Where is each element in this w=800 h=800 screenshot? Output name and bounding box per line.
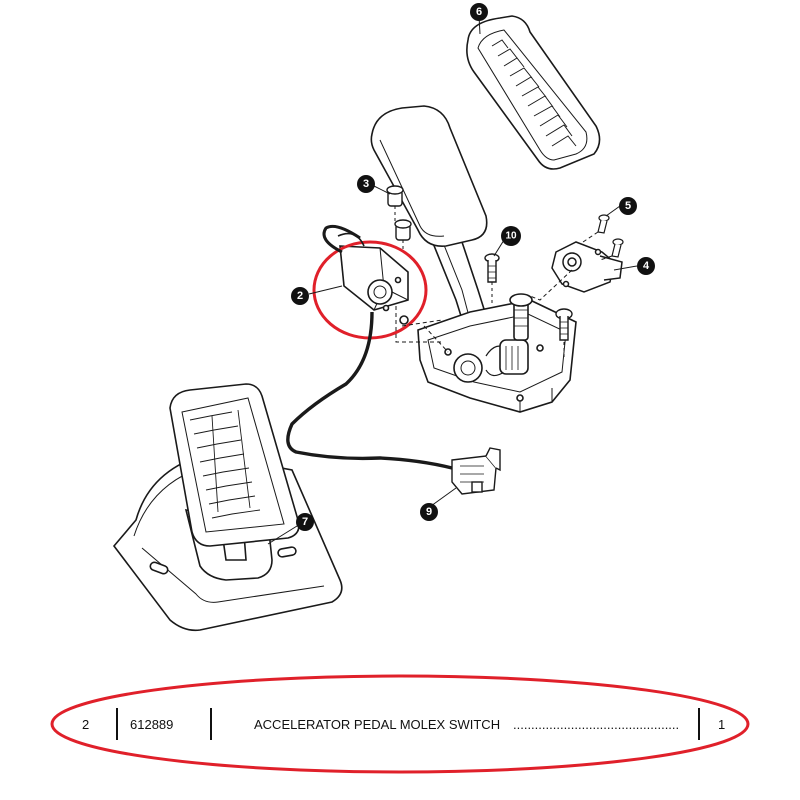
wiring-harness [286,224,453,470]
potentiometer-item-4 [551,241,623,293]
parts-row-highlight-ellipse [50,674,750,774]
molex-switch [339,245,409,325]
svg-text:10: 10 [505,231,517,242]
screw-item-10 [484,253,500,306]
part-description: ACCELERATOR PEDAL MOLEX SWITCH [254,717,501,732]
svg-text:7: 7 [302,516,308,528]
svg-text:4: 4 [643,260,650,272]
column-separator [116,708,118,740]
column-separator [210,708,212,740]
callout-2: 2 [291,287,309,305]
assembly-lines [395,231,613,353]
callout-5: 5 [619,197,637,215]
svg-text:6: 6 [476,6,482,18]
callout-9: 9 [420,503,438,521]
brake-pedal-pad [466,15,601,170]
parts-list-row: 2 612889 ACCELERATOR PEDAL MOLEX SWITCH … [52,706,752,744]
callout-7: 7 [296,513,314,531]
harness-connector [451,447,501,495]
accelerator-pedal-assembly [370,105,577,413]
callout-3: 3 [357,175,375,193]
screw-item-3 [386,185,412,252]
svg-text:3: 3 [363,178,369,190]
callout-leaders [267,15,638,545]
svg-text:5: 5 [625,200,631,212]
floor-pedal-assembly [112,383,343,632]
screw-item-11 [555,308,573,358]
callout-4: 4 [637,257,655,275]
quantity: 1 [718,717,726,732]
callout-10: 10 [501,226,521,246]
svg-text:9: 9 [426,506,432,518]
description-leader: ........................................… [513,717,680,732]
column-separator [698,708,700,740]
item-number: 2 [82,717,90,732]
part-number: 612889 [130,717,174,732]
svg-text:2: 2 [297,290,303,302]
callout-6: 6 [470,3,488,21]
screw-item-5 [597,214,624,258]
